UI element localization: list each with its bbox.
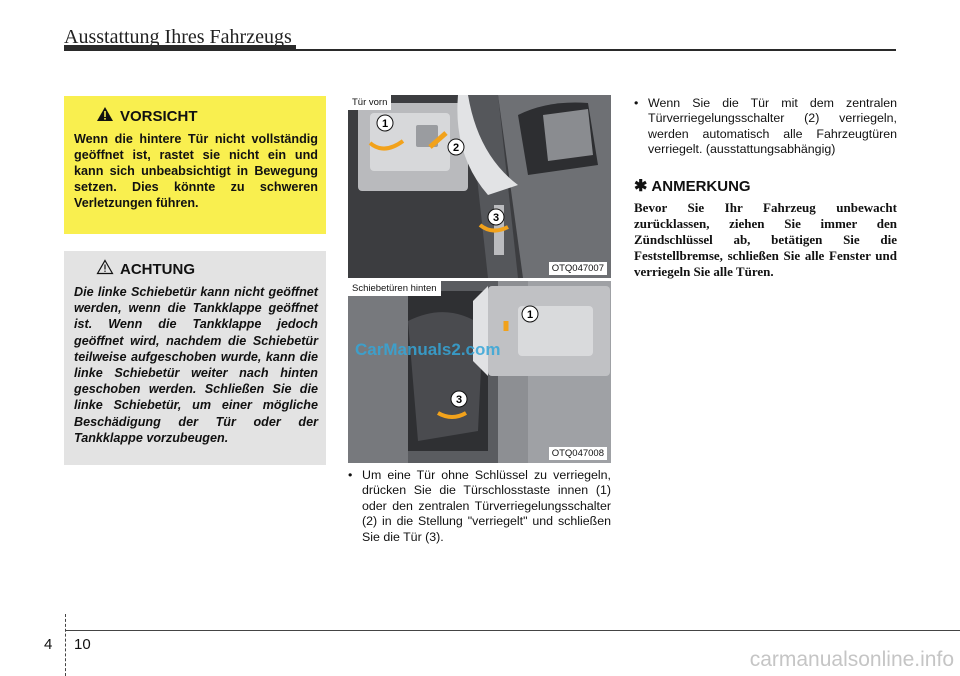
vorsicht-box: VORSICHT Wenn die hintere Tür nicht voll… <box>64 96 326 234</box>
svg-text:1: 1 <box>527 309 533 321</box>
figure-code: OTQ047007 <box>548 262 607 275</box>
callout-3-icon: 3 <box>487 208 505 226</box>
header-rule-thick <box>64 45 296 51</box>
achtung-box: ACHTUNG Die linke Schiebetür kann nicht … <box>64 251 326 465</box>
header-rule <box>64 49 896 51</box>
bullet-dot: • <box>634 96 639 110</box>
star-cross-icon: ✱ <box>634 178 648 195</box>
callout-1-icon: 1 <box>376 114 394 132</box>
callout-1-icon: 1 <box>521 305 539 323</box>
bullet-text: Um eine Tür ohne Schlüssel zu verriegeln… <box>362 468 611 544</box>
achtung-text: Die linke Schiebetür kann nicht geöffnet… <box>74 285 318 445</box>
vorsicht-text: Wenn die hintere Tür nicht vollständig g… <box>74 132 318 210</box>
footer-site: carmanualsonline.info <box>749 648 954 671</box>
lock-instruction-bullet: • Um eine Tür ohne Schlüssel zu verriege… <box>348 468 611 545</box>
warning-triangle-outline-icon <box>96 259 114 280</box>
header-title: Ausstattung Ihres Fahrzeugs <box>64 26 292 48</box>
page-number: 10 <box>74 636 91 653</box>
figure-code: OTQ047008 <box>548 447 607 460</box>
central-lock-bullet: • Wenn Sie die Tür mit dem zentralen Tür… <box>634 96 897 158</box>
watermark: CarManuals2.com <box>355 340 501 359</box>
bullet-text: Wenn Sie die Tür mit dem zentralen Türve… <box>648 96 897 157</box>
footer-divider-vertical <box>65 614 66 676</box>
note-heading: ✱ ANMERKUNG <box>634 176 751 196</box>
bullet-dot: • <box>348 468 353 482</box>
footer-divider <box>65 630 960 631</box>
note-text: Bevor Sie Ihr Fahrzeug unbewacht zurückl… <box>634 200 897 279</box>
achtung-heading: ACHTUNG <box>96 259 318 280</box>
figure-front-door: 1 2 3 Tür vorn OTQ047007 <box>348 95 611 278</box>
sliding-door-illustration: 1 3 <box>348 281 611 463</box>
front-door-illustration: 1 2 3 <box>348 95 611 278</box>
vorsicht-heading: VORSICHT <box>96 106 318 127</box>
figure-sliding-doors: 1 3 Schiebetüren hinten OTQ047008 <box>348 281 611 463</box>
warning-triangle-filled-icon <box>96 106 114 127</box>
achtung-title: ACHTUNG <box>120 261 195 278</box>
section-number: 4 <box>44 636 53 653</box>
svg-text:3: 3 <box>456 394 462 406</box>
figure-label: Schiebetüren hinten <box>348 281 441 296</box>
svg-text:1: 1 <box>382 118 388 130</box>
figure-label: Tür vorn <box>348 95 392 110</box>
callout-2-icon: 2 <box>447 138 465 156</box>
vorsicht-title: VORSICHT <box>120 108 198 125</box>
note-title: ANMERKUNG <box>651 177 751 195</box>
callout-3-icon: 3 <box>450 390 468 408</box>
svg-text:3: 3 <box>493 212 499 224</box>
svg-text:2: 2 <box>453 142 459 154</box>
